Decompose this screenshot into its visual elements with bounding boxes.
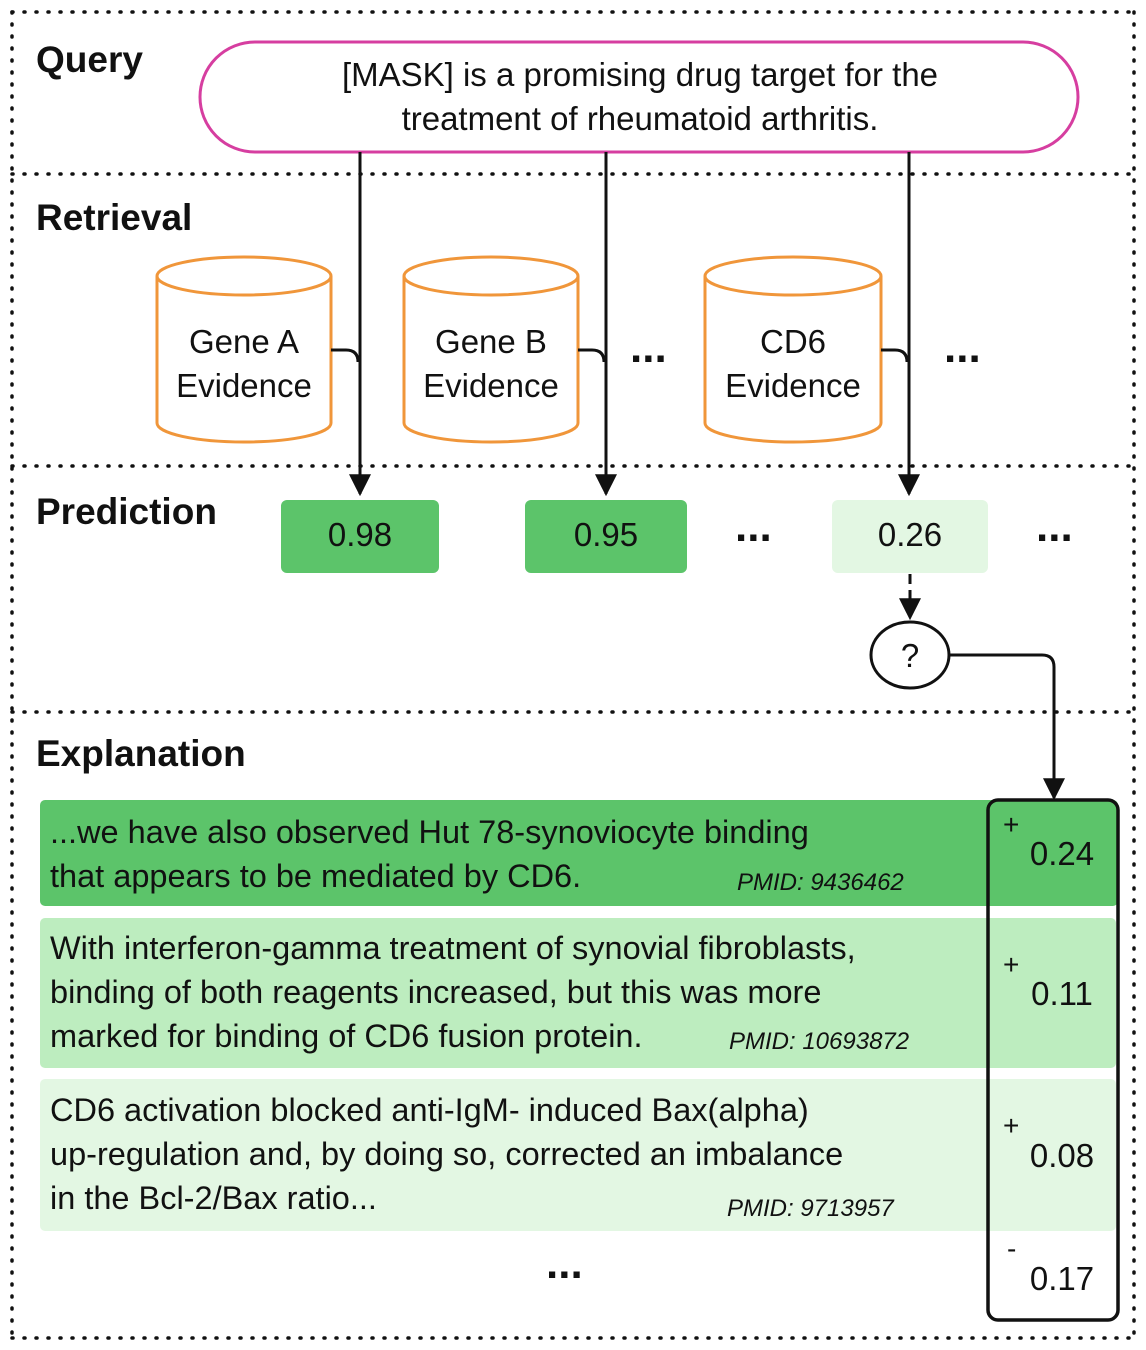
evidence-label-line-1: CD6	[760, 323, 826, 360]
score-3: + 0.08	[1003, 1110, 1094, 1174]
evidence-label-line-2: Evidence	[423, 367, 559, 404]
prediction-value: 0.95	[574, 516, 638, 553]
explanation-text-line: CD6 activation blocked anti-IgM- induced…	[50, 1092, 809, 1128]
query-arrows	[349, 152, 920, 497]
evidence-cylinder-gene-a: Gene A Evidence	[155, 255, 333, 444]
score-sign: -	[1007, 1233, 1016, 1264]
query-box: [MASK] is a promising drug target for th…	[198, 40, 1080, 154]
explanation-text-line: With interferon-gamma treatment of synov…	[50, 930, 856, 966]
evidence-label-line-2: Evidence	[725, 367, 861, 404]
cylinder-connectors	[331, 348, 909, 363]
connector-gene-a	[331, 348, 360, 363]
score-sign: +	[1003, 809, 1019, 840]
connector-cd6	[881, 348, 909, 363]
evidence-label-line-2: Evidence	[176, 367, 312, 404]
connector-gene-b	[578, 348, 606, 363]
query-border	[198, 40, 1080, 154]
explanation-text-line: in the Bcl-2/Bax ratio...	[50, 1180, 377, 1216]
explanation-text-line: up-regulation and, by doing so, correcte…	[50, 1136, 843, 1172]
prediction-ellipsis-2: ...	[1036, 502, 1073, 551]
prediction-value: 0.26	[878, 516, 942, 553]
retrieval-ellipsis-1: ...	[630, 323, 667, 372]
prediction-box-1: 0.98	[281, 500, 439, 573]
explanation-pmid: PMID: 9436462	[737, 869, 904, 896]
score-2: + 0.11	[1003, 949, 1093, 1012]
prediction-box-2: 0.95	[525, 500, 687, 573]
explanation-row-2: With interferon-gamma treatment of synov…	[40, 918, 1116, 1068]
score-value: 0.17	[1030, 1260, 1094, 1297]
retrieval-ellipsis-2: ...	[944, 323, 981, 372]
score-value: 0.11	[1031, 975, 1093, 1012]
query-line-1: [MASK] is a promising drug target for th…	[342, 56, 938, 93]
explanation-text-line: marked for binding of CD6 fusion protein…	[50, 1018, 643, 1054]
arrow-question-to-scores	[949, 653, 1065, 801]
prediction-box-3: 0.26	[832, 500, 988, 573]
section-title-retrieval: Retrieval	[36, 197, 192, 238]
prediction-ellipsis-1: ...	[735, 502, 772, 551]
prediction-value: 0.98	[328, 516, 392, 553]
score-sign: +	[1003, 949, 1019, 980]
evidence-label-line-1: Gene A	[189, 323, 299, 360]
question-node: ?	[869, 620, 951, 690]
score-1: + 0.24	[1003, 809, 1094, 872]
score-4: - 0.17	[1007, 1233, 1094, 1297]
score-sign: +	[1003, 1110, 1019, 1141]
explanation-text-line: that appears to be mediated by CD6.	[50, 858, 581, 894]
explanation-pmid: PMID: 9713957	[727, 1195, 895, 1222]
score-value: 0.24	[1030, 835, 1094, 872]
section-title-query: Query	[36, 39, 143, 80]
explanation-row-1: ...we have also observed Hut 78-synovioc…	[40, 800, 1118, 906]
question-mark: ?	[901, 637, 919, 674]
evidence-cylinder-gene-b: Gene B Evidence	[402, 255, 580, 444]
explanation-row-3: CD6 activation blocked anti-IgM- induced…	[40, 1079, 1116, 1231]
query-line-2: treatment of rheumatoid arthritis.	[402, 100, 879, 137]
score-value: 0.08	[1030, 1137, 1094, 1174]
evidence-cylinder-cd6: CD6 Evidence	[703, 255, 883, 444]
section-title-explanation: Explanation	[36, 733, 246, 774]
explanation-pmid: PMID: 10693872	[729, 1028, 909, 1055]
section-title-prediction: Prediction	[36, 491, 217, 532]
explanation-ellipsis: ...	[546, 1239, 583, 1288]
evidence-label-line-1: Gene B	[435, 323, 547, 360]
score-column	[986, 798, 1120, 1322]
section-borders	[10, 10, 1136, 1340]
explanation-text-line: binding of both reagents increased, but …	[50, 974, 821, 1010]
explanation-text-line: ...we have also observed Hut 78-synovioc…	[50, 814, 809, 850]
